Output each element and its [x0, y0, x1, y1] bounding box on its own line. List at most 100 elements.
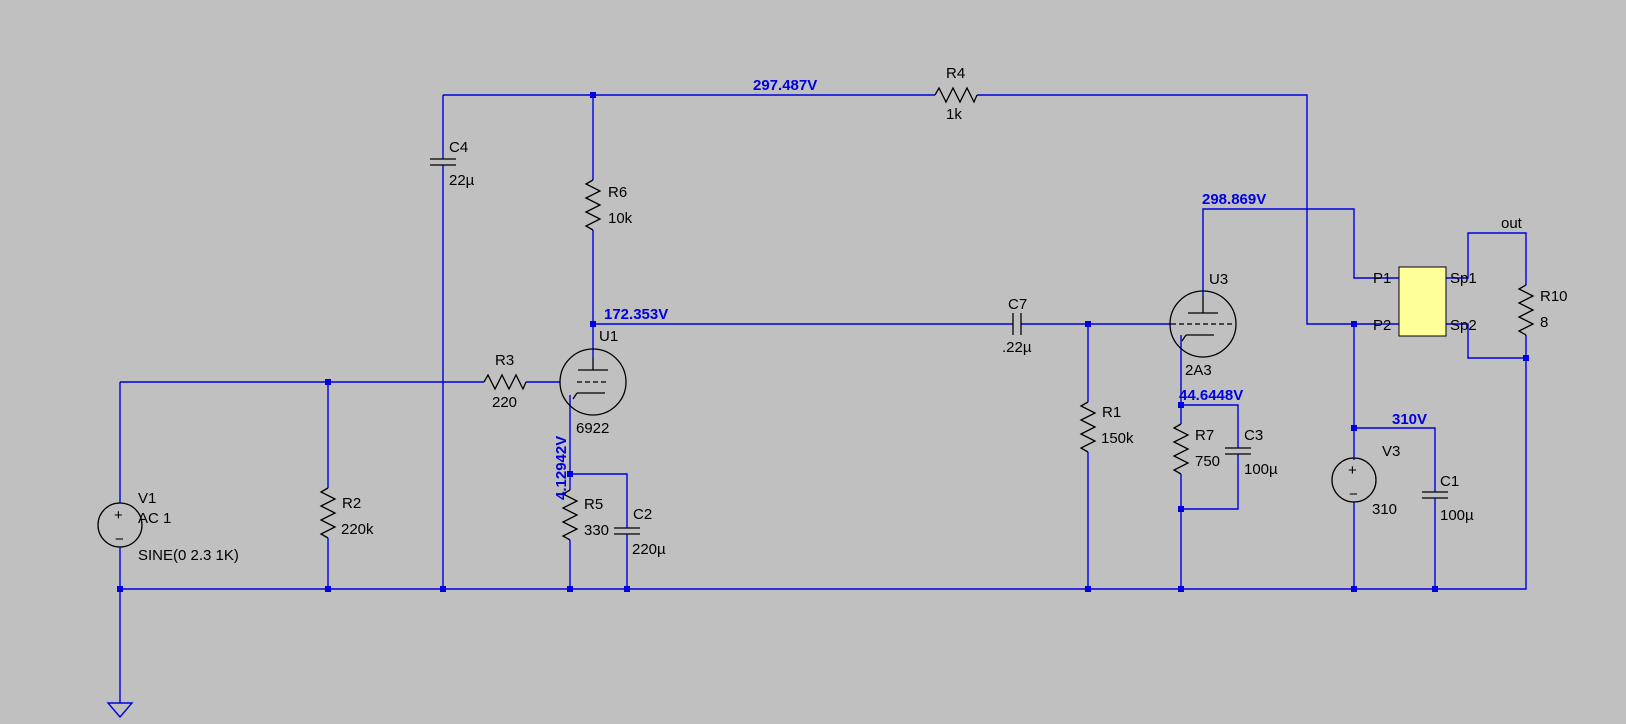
- c2-value: 220µ: [632, 541, 666, 558]
- v3-value: 310: [1372, 501, 1397, 518]
- transformer-sp2-label: Sp2: [1450, 317, 1477, 334]
- junction-dot: [1178, 586, 1184, 592]
- voltage-label-u3-plate: 298.869V: [1202, 191, 1266, 208]
- v1-source: SINE(0 2.3 1K): [138, 547, 239, 564]
- svg-text:+: +: [1348, 462, 1357, 479]
- junction-dot: [624, 586, 630, 592]
- svg-text:−: −: [115, 531, 124, 548]
- voltage-source-v3[interactable]: + −: [1331, 457, 1377, 503]
- transformer-body: [1398, 266, 1447, 337]
- r1-name: R1: [1102, 404, 1121, 421]
- junction-dot: [1351, 321, 1357, 327]
- c3-value: 100µ: [1244, 461, 1278, 478]
- r5-value: 330: [584, 522, 609, 539]
- capacitor-c7[interactable]: [1012, 313, 1022, 335]
- r10-value: 8: [1540, 314, 1548, 331]
- c4-name: C4: [449, 139, 468, 156]
- r6-name: R6: [608, 184, 627, 201]
- svg-text:−: −: [1349, 486, 1358, 503]
- v3-name: V3: [1382, 443, 1400, 460]
- sp1-wire: [1446, 232, 1527, 285]
- net-label-out: out: [1501, 215, 1523, 232]
- r2-value: 220k: [341, 521, 374, 538]
- junction-dot: [1178, 402, 1184, 408]
- junction-dot: [1178, 506, 1184, 512]
- u3-value: 2A3: [1185, 362, 1212, 379]
- junction-dot: [325, 379, 331, 385]
- junction-dot: [1523, 355, 1529, 361]
- junction-dot: [567, 586, 573, 592]
- output-transformer[interactable]: [1398, 266, 1447, 337]
- triode-u1[interactable]: [559, 348, 627, 416]
- voltage-label-u1-plate: 172.353V: [604, 306, 668, 323]
- c1-value: 100µ: [1440, 507, 1474, 524]
- r3-value: 220: [492, 394, 517, 411]
- c3-name: C3: [1244, 427, 1263, 444]
- resistor-r4[interactable]: [934, 86, 978, 104]
- junction-dot: [1351, 586, 1357, 592]
- u3-plate-wire: [1202, 208, 1399, 295]
- sp2-wire: [1446, 323, 1526, 359]
- junction-dot: [590, 321, 596, 327]
- junction-dot: [440, 586, 446, 592]
- c1-top-wire: [1354, 427, 1436, 492]
- r4-name: R4: [946, 65, 965, 82]
- transformer-p1-label: P1: [1373, 270, 1391, 287]
- r10-name: R10: [1540, 288, 1568, 305]
- svg-text:+: +: [114, 507, 123, 524]
- voltage-label-supply: 310V: [1392, 411, 1427, 428]
- v1-ac: AC 1: [138, 510, 171, 527]
- voltage-label-u3-cathode: 44.6448V: [1179, 387, 1243, 404]
- c3-loop-wire: [1181, 404, 1239, 510]
- c4-value: 22µ: [449, 172, 475, 189]
- capacitor-c2[interactable]: [614, 527, 640, 535]
- junction-dot: [1351, 425, 1357, 431]
- c2-name: C2: [633, 506, 652, 523]
- c7-name: C7: [1008, 296, 1027, 313]
- r6-value: 10k: [608, 210, 633, 227]
- junction-dot: [1432, 586, 1438, 592]
- r1-value: 150k: [1101, 430, 1134, 447]
- u1-value: 6922: [576, 420, 609, 437]
- resistor-r5[interactable]: [561, 489, 579, 541]
- junctions: [117, 92, 1529, 592]
- c7-value: .22µ: [1002, 339, 1032, 356]
- r7-value: 750: [1195, 453, 1220, 470]
- transformer-sp1-label: Sp1: [1450, 270, 1477, 287]
- capacitor-c1[interactable]: [1422, 491, 1448, 499]
- ground-icon: [106, 702, 134, 719]
- junction-dot: [590, 92, 596, 98]
- transformer-p2-label: P2: [1373, 317, 1391, 334]
- v1-name: V1: [138, 490, 156, 507]
- junction-dot: [325, 586, 331, 592]
- capacitor-c3[interactable]: [1225, 447, 1251, 455]
- junction-dot: [1085, 586, 1091, 592]
- c2-top-wire: [570, 473, 628, 528]
- ground-bus-wire: [120, 358, 1527, 590]
- voltage-label-u1-cathode: 4.12942V: [553, 436, 570, 500]
- junction-dot: [117, 586, 123, 592]
- resistor-r6[interactable]: [584, 179, 602, 231]
- u3-name: U3: [1209, 271, 1228, 288]
- r5-name: R5: [584, 496, 603, 513]
- voltage-label-b-plus: 297.487V: [753, 77, 817, 94]
- resistor-r2[interactable]: [319, 487, 337, 539]
- junction-dot: [567, 471, 573, 477]
- r4-value: 1k: [946, 106, 962, 123]
- triode-u3[interactable]: [1169, 290, 1237, 358]
- r2-name: R2: [342, 495, 361, 512]
- resistor-r3[interactable]: [483, 373, 527, 391]
- r7-name: R7: [1195, 427, 1214, 444]
- resistor-r7[interactable]: [1172, 423, 1190, 475]
- junction-dot: [1085, 321, 1091, 327]
- c1-name: C1: [1440, 473, 1459, 490]
- wires: [119, 94, 1527, 703]
- resistor-r1[interactable]: [1079, 401, 1097, 453]
- voltage-source-v1[interactable]: + −: [97, 502, 143, 548]
- r3-name: R3: [495, 352, 514, 369]
- resistor-r10[interactable]: [1517, 284, 1535, 336]
- capacitor-c4[interactable]: [430, 158, 456, 166]
- u1-name: U1: [599, 328, 618, 345]
